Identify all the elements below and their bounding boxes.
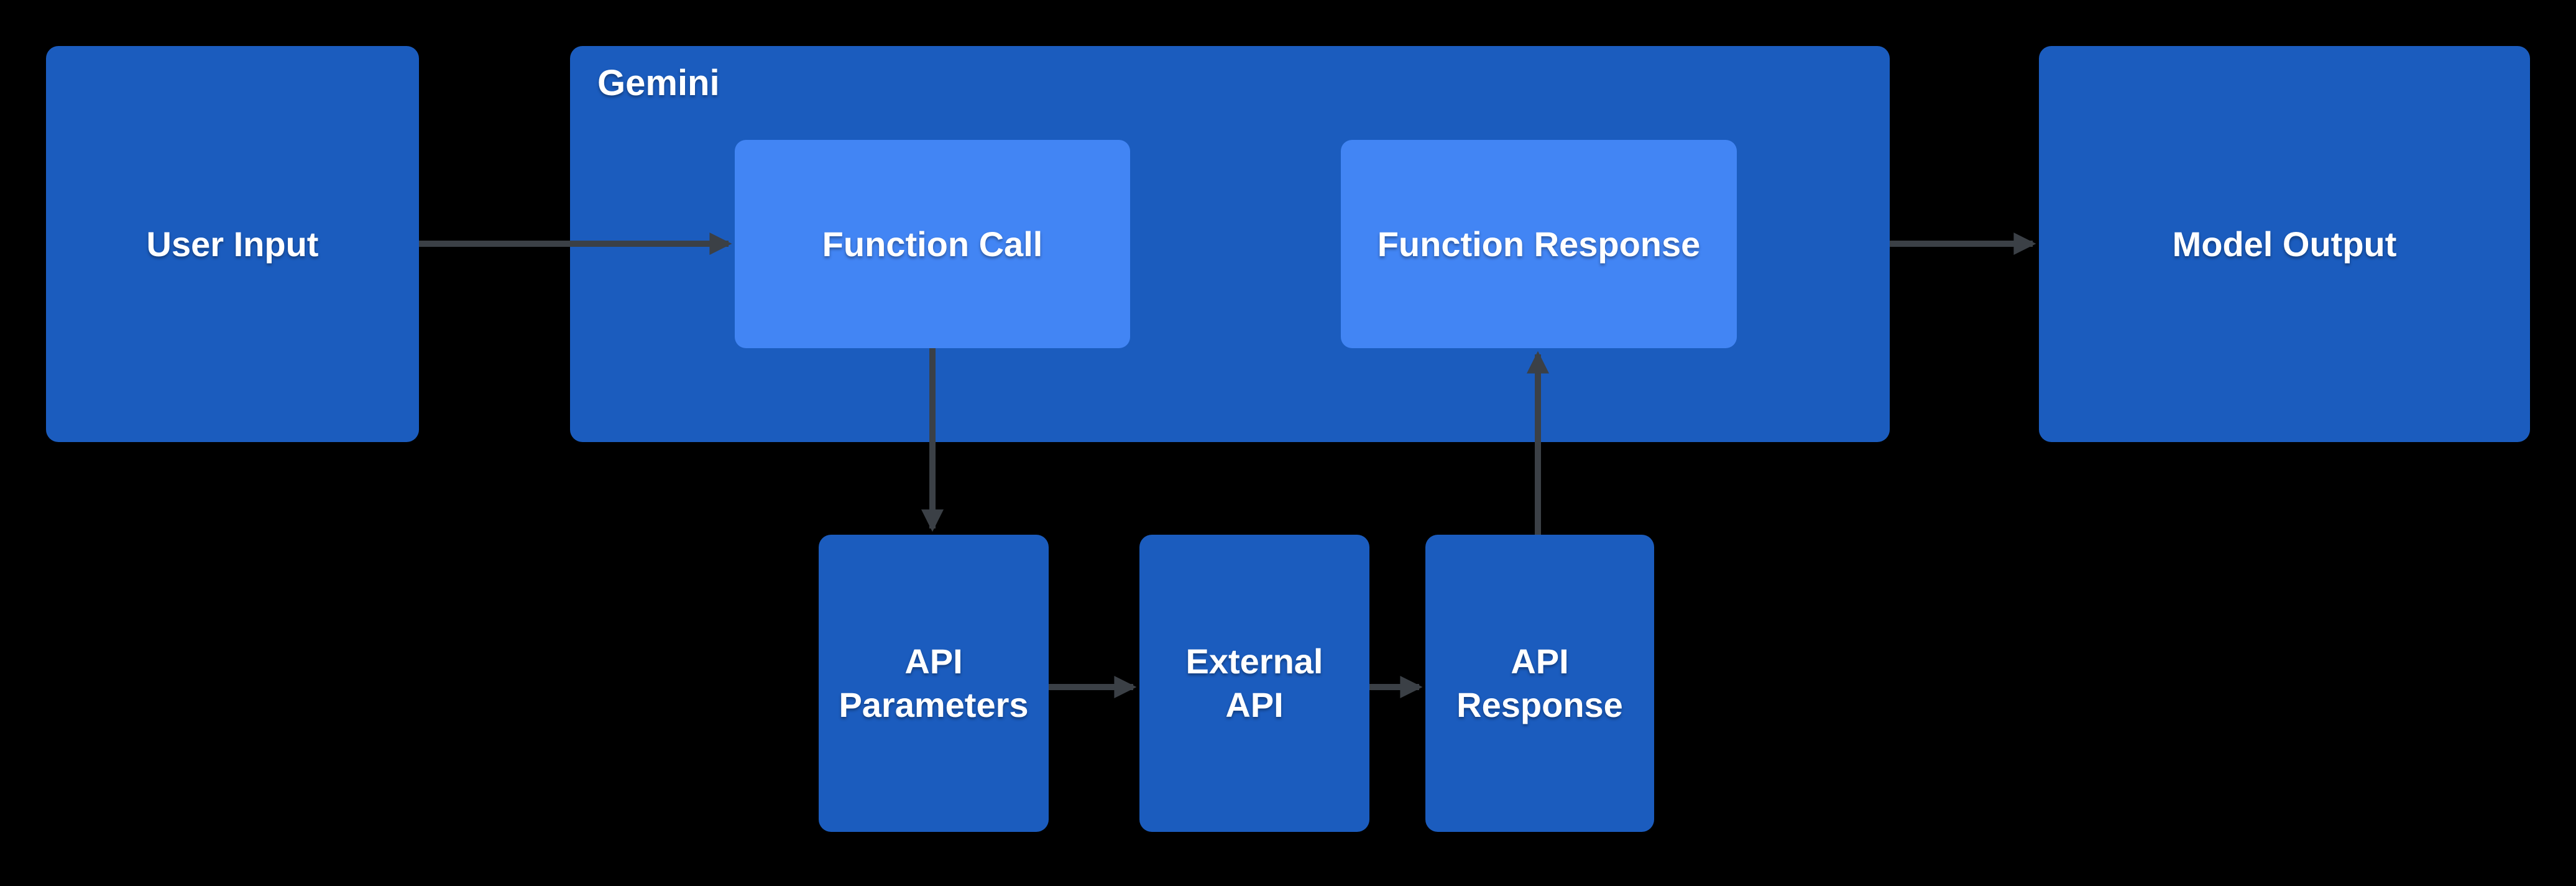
node-label: API Parameters — [839, 642, 1029, 724]
node-api-response: API Response — [1425, 535, 1654, 832]
node-label: Model Output — [2172, 224, 2397, 264]
node-label: External API — [1185, 642, 1323, 724]
node-label: User Input — [146, 224, 319, 264]
node-api-parameters: API Parameters — [819, 535, 1049, 832]
node-function-response: Function Response — [1341, 140, 1737, 348]
node-model-output: Model Output — [2039, 46, 2530, 442]
node-label: Function Response — [1377, 224, 1701, 264]
node-user-input: User Input — [46, 46, 419, 442]
node-function-call: Function Call — [735, 140, 1130, 348]
node-label: API Response — [1456, 642, 1623, 724]
node-label: Function Call — [822, 224, 1043, 264]
node-external-api: External API — [1139, 535, 1369, 832]
gemini-container-label: Gemini — [597, 63, 720, 103]
